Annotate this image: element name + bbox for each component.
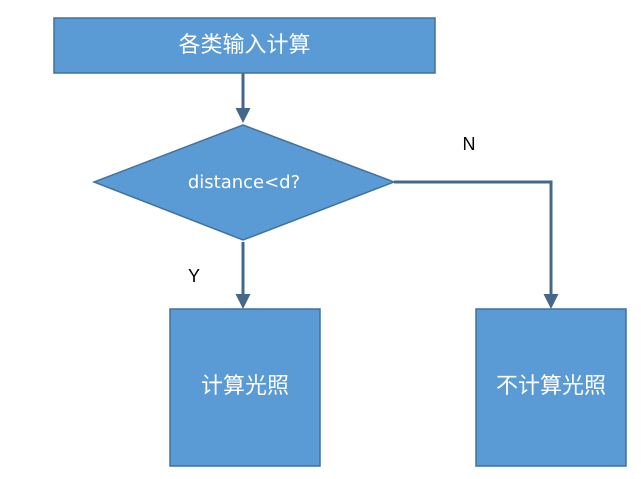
start-process-box[interactable] (53, 17, 436, 74)
no-process-box[interactable] (475, 308, 627, 467)
yes-edge-label: Y (188, 266, 200, 286)
decision-diamond[interactable] (91, 124, 397, 241)
no-process-label: 不计算光照 (496, 374, 606, 399)
edge-decision-to-no (394, 180, 559, 309)
yes-process-label: 计算光照 (201, 374, 289, 399)
no-edge-label: N (463, 134, 476, 154)
start-process-label: 各类输入计算 (178, 33, 310, 58)
decision-label: distance<d? (188, 172, 300, 193)
yes-process-box[interactable] (169, 308, 321, 467)
